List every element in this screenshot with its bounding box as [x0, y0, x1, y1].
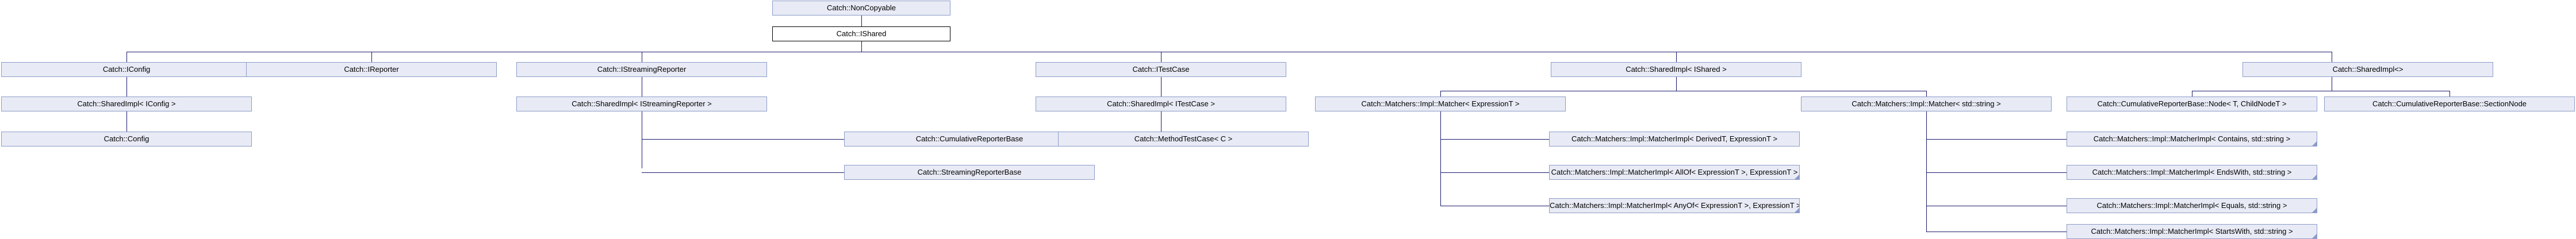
class-node[interactable]: Catch::SharedImpl< IShared > — [1551, 62, 1801, 77]
class-node[interactable]: Catch::MethodTestCase< C > — [1058, 132, 1309, 147]
inheritance-edge — [1440, 111, 1441, 206]
inheritance-edge — [861, 41, 862, 52]
inheritance-edge — [1440, 139, 1549, 140]
inheritance-edge — [1926, 172, 2067, 173]
class-node[interactable]: Catch::SharedImpl< ITestCase > — [1036, 97, 1286, 111]
class-node[interactable]: Catch::Matchers::Impl::Matcher< std::str… — [1801, 97, 2052, 111]
class-node[interactable]: Catch::IReporter — [246, 62, 497, 77]
class-node[interactable]: Catch::StreamingReporterBase — [844, 165, 1095, 180]
class-node[interactable]: Catch::IShared — [772, 26, 950, 41]
class-node[interactable]: Catch::Matchers::Impl::MatcherImpl< AnyO… — [1549, 198, 1800, 213]
class-node[interactable]: Catch::SharedImpl< IStreamingReporter > — [516, 97, 767, 111]
inheritance-edge — [642, 172, 844, 173]
inheritance-edge — [1926, 111, 1927, 232]
class-node[interactable]: Catch::CumulativeReporterBase — [844, 132, 1095, 147]
inheritance-edge — [126, 52, 127, 62]
class-node[interactable]: Catch::Matchers::Impl::Matcher< Expressi… — [1315, 97, 1566, 111]
inheritance-edge — [1926, 91, 1927, 97]
inheritance-edge — [1440, 91, 1441, 97]
class-node[interactable]: Catch::Matchers::Impl::MatcherImpl< Star… — [2067, 224, 2317, 239]
inheritance-edge — [1926, 139, 2067, 140]
inheritance-edge — [642, 139, 844, 140]
class-node[interactable]: Catch::Matchers::Impl::MatcherImpl< Cont… — [2067, 132, 2317, 147]
inheritance-edge — [861, 16, 862, 26]
class-node[interactable]: Catch::Matchers::Impl::MatcherImpl< Ends… — [2067, 165, 2317, 180]
inheritance-edge — [1676, 77, 1677, 91]
inheritance-edge — [1161, 111, 1162, 132]
class-node[interactable]: Catch::CumulativeReporterBase::Node< T, … — [2067, 97, 2317, 111]
class-node[interactable]: Catch::CumulativeReporterBase::SectionNo… — [2324, 97, 2575, 111]
class-node[interactable]: Catch::IStreamingReporter — [516, 62, 767, 77]
class-node[interactable]: Catch::SharedImpl< IConfig > — [1, 97, 252, 111]
inheritance-edge — [1440, 172, 1549, 173]
class-node[interactable]: Catch::Matchers::Impl::MatcherImpl< Deri… — [1549, 132, 1800, 147]
inheritance-edge — [1161, 77, 1162, 97]
class-node[interactable]: Catch::IConfig — [1, 62, 252, 77]
class-node[interactable]: Catch::Config — [1, 132, 252, 147]
inheritance-edge — [1676, 52, 1677, 62]
class-node[interactable]: Catch::SharedImpl<> — [2242, 62, 2493, 77]
class-node[interactable]: Catch::NonCopyable — [772, 1, 950, 16]
inheritance-edge — [126, 111, 127, 132]
class-node[interactable]: Catch::ITestCase — [1036, 62, 1286, 77]
inheritance-edge — [126, 77, 127, 97]
class-node[interactable]: Catch::Matchers::Impl::MatcherImpl< Equa… — [2067, 198, 2317, 213]
inheritance-edge — [371, 52, 372, 62]
inheritance-edge — [1161, 52, 1162, 62]
class-node[interactable]: Catch::Matchers::Impl::MatcherImpl< AllO… — [1549, 165, 1800, 180]
